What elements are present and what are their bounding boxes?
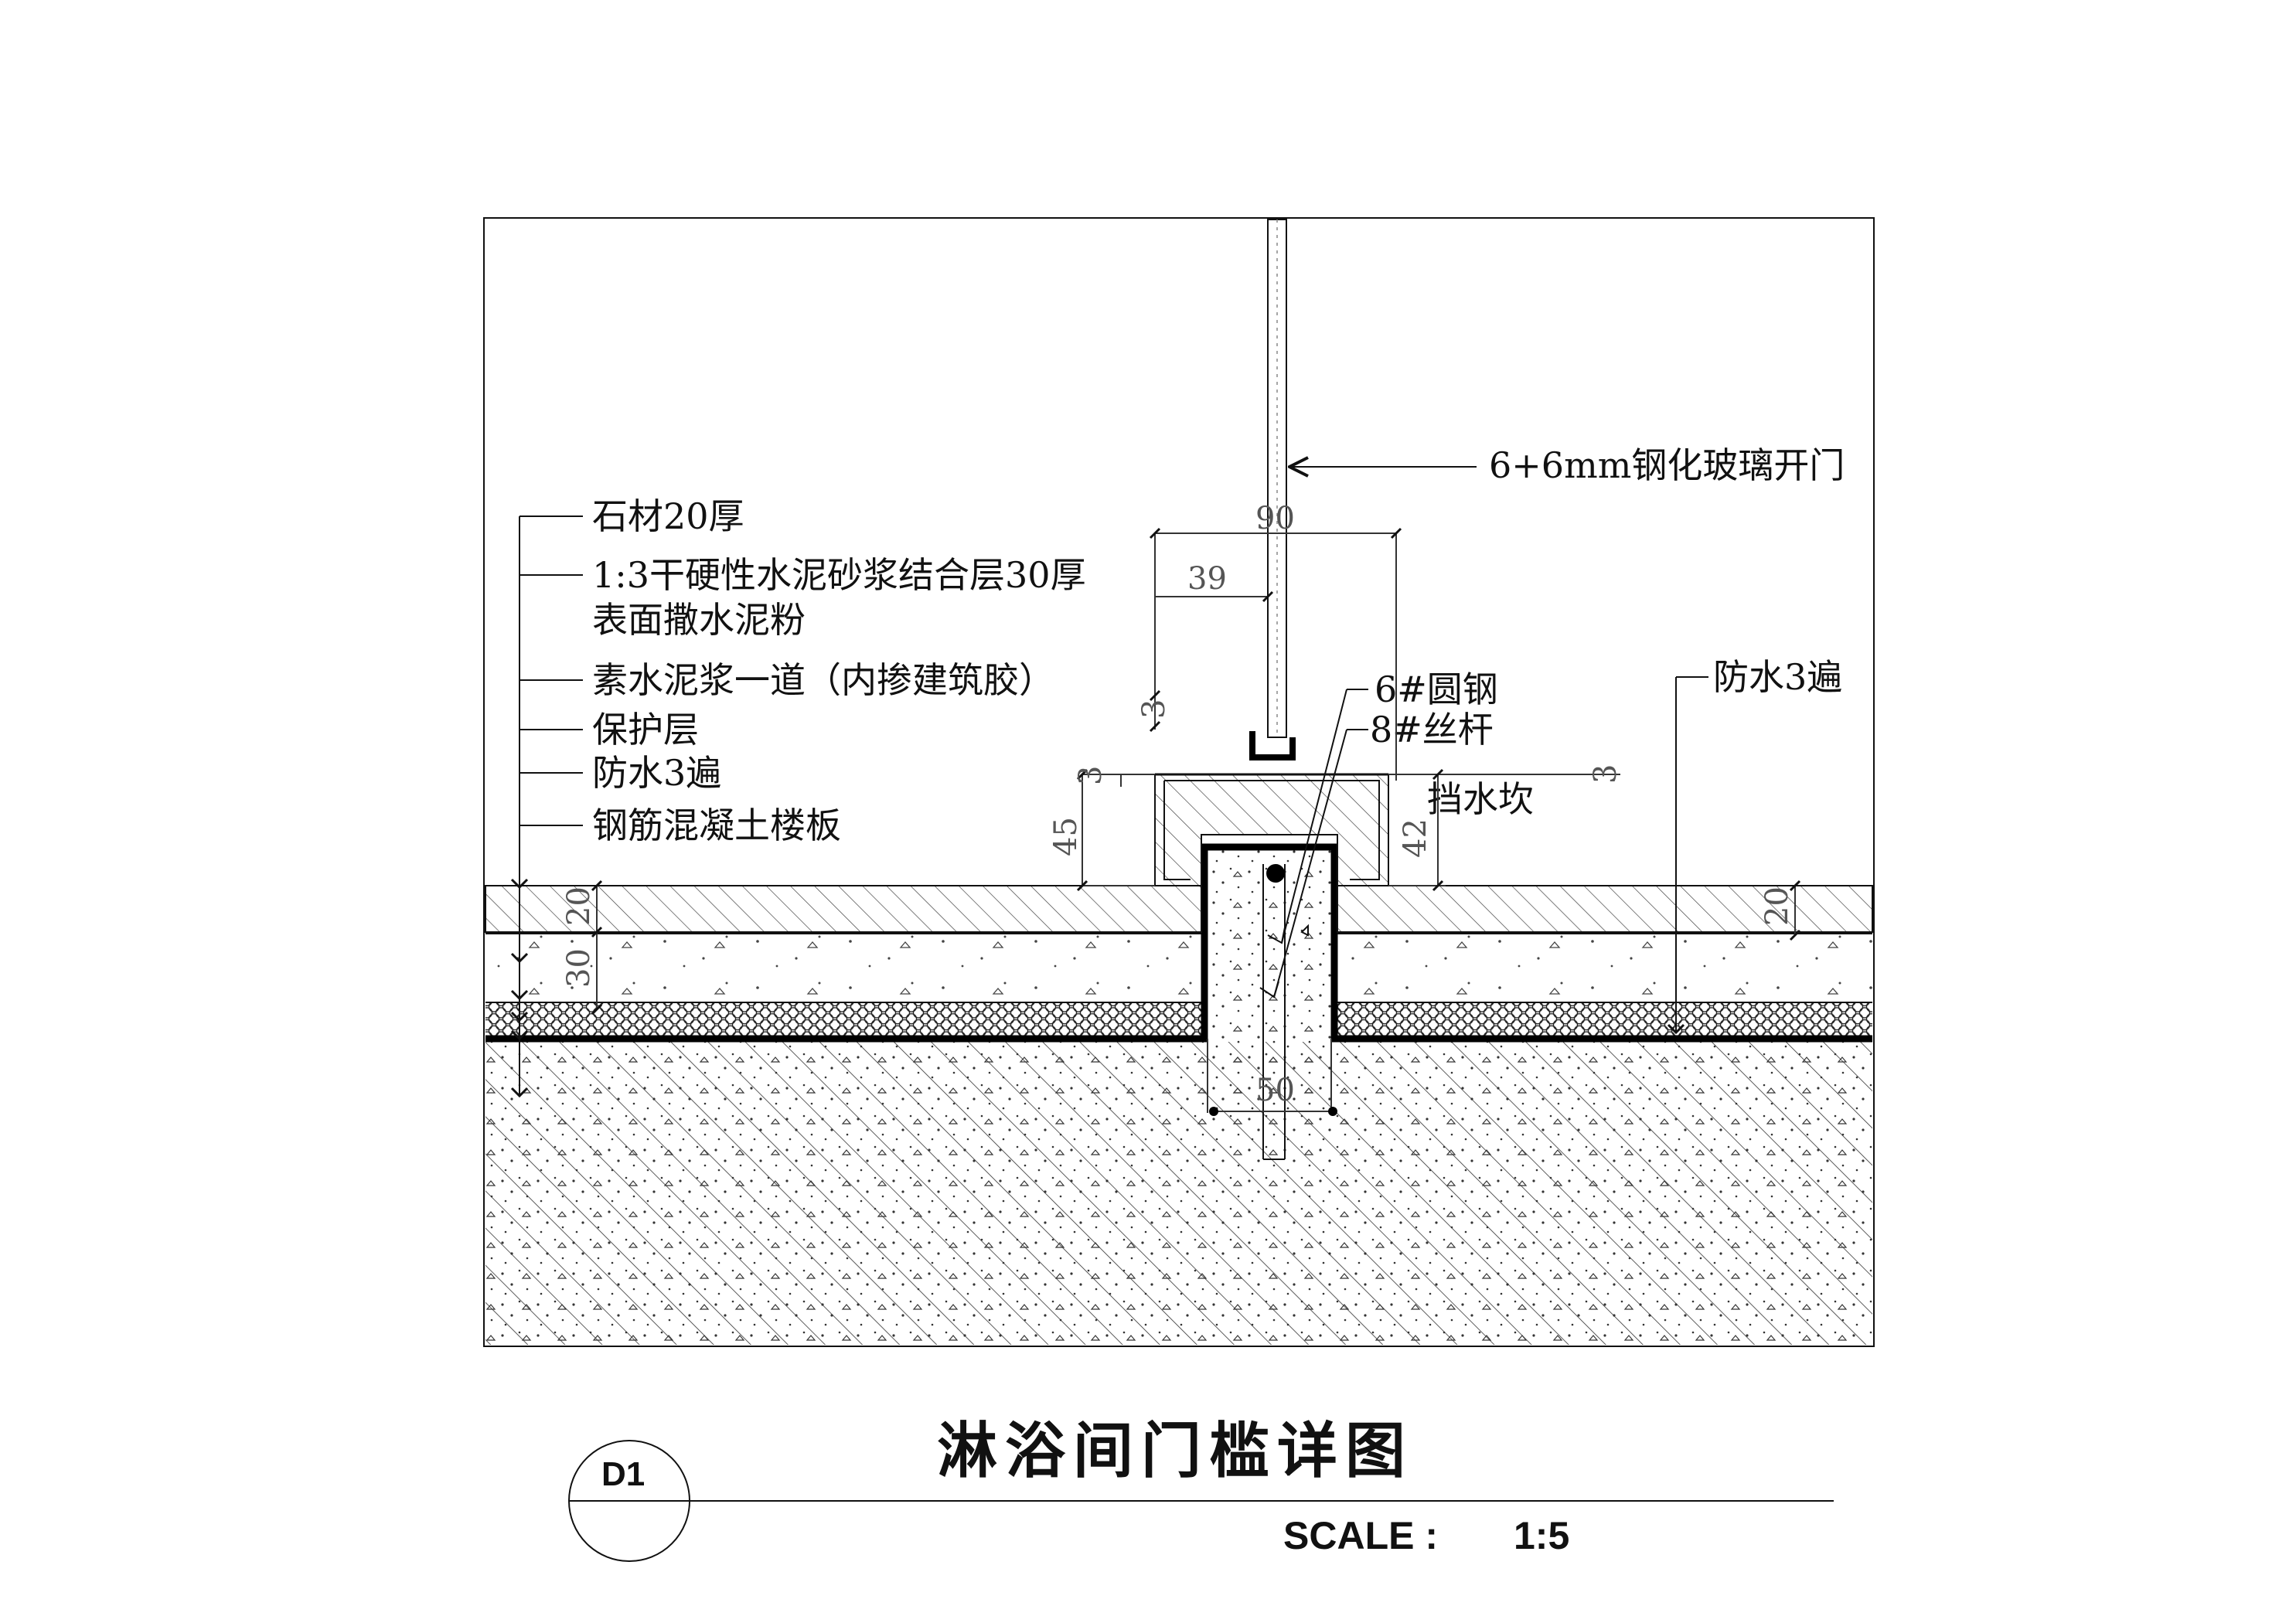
threaded-rod	[1262, 864, 1286, 1160]
threshold-stone	[1154, 773, 1389, 886]
dim-42: 42 3	[1388, 764, 1623, 892]
dim-90-text: 90	[1255, 501, 1295, 536]
curb-core	[1207, 850, 1332, 1113]
dim-45: 45 3	[1048, 766, 1155, 892]
concrete-slab	[485, 1042, 1872, 1345]
dim-39: 39	[1155, 561, 1274, 603]
drawing-title: 淋浴间门槛详图	[937, 1417, 1413, 1486]
title-block: D1 淋浴间门槛详图 SCALE : 1:5	[568, 1417, 1834, 1562]
scale-label: SCALE :	[1283, 1514, 1438, 1557]
detail-tag: D1	[601, 1455, 645, 1493]
dim-42-text: 42	[1398, 818, 1433, 858]
dim-50: 50	[1209, 1073, 1337, 1116]
dim-3-top-text: 3	[1136, 699, 1172, 719]
leader-glass-door: 6+6mm钢化玻璃开门	[1289, 444, 1845, 486]
label-cement-powder: 表面撒水泥粉	[592, 599, 806, 641]
label-glass-door: 6+6mm钢化玻璃开门	[1489, 444, 1845, 486]
label-waterproof-left: 防水3遍	[592, 752, 721, 794]
scale-value: 1:5	[1514, 1514, 1569, 1557]
label-water-stop: 挡水坎	[1427, 778, 1534, 820]
label-waterproof-right: 防水3遍	[1713, 656, 1842, 698]
label-protective: 保护层	[592, 709, 699, 750]
dim-3-right-text: 3	[1588, 764, 1623, 784]
dim-90: 90	[1149, 501, 1402, 781]
label-stone: 石材20厚	[592, 495, 744, 537]
dim-left-layers: 20 30	[561, 880, 603, 1016]
left-layer-callouts: 石材20厚 1:3干硬性水泥砂浆结合层30厚 表面撒水泥粉 素水泥浆一道（内掺建…	[510, 495, 1086, 1098]
dim-30-left-text: 30	[561, 948, 597, 988]
dim-50-text: 50	[1255, 1073, 1295, 1108]
drawing-frame	[483, 217, 1875, 1347]
dim-20-right-text: 20	[1759, 886, 1795, 926]
stone-finish	[485, 885, 1873, 933]
dim-3-left-text: 3	[1073, 766, 1109, 785]
dim-3-top: 3	[1136, 689, 1172, 733]
label-threaded-rod: 8#丝杆	[1370, 709, 1494, 750]
protective-layer	[485, 1002, 1872, 1038]
dim-right-layer: 20	[1759, 880, 1801, 941]
steel-callouts: 6#圆钢 8#丝杆	[1259, 669, 1498, 999]
label-cement-slurry: 素水泥浆一道（内掺建筑胶）	[592, 659, 1054, 701]
dim-39-text: 39	[1187, 561, 1227, 597]
glass-door	[1249, 219, 1296, 760]
round-steel-dot	[1266, 864, 1285, 883]
dim-45-text: 45	[1048, 817, 1084, 856]
mortar-bed	[485, 933, 1872, 1000]
label-round-steel: 6#圆钢	[1375, 669, 1498, 710]
label-mortar: 1:3干硬性水泥砂浆结合层30厚	[592, 554, 1086, 596]
label-slab: 钢筋混凝土楼板	[592, 805, 841, 846]
dim-20-left-text: 20	[561, 886, 597, 926]
waterproof-membrane	[485, 843, 1872, 1043]
right-waterproof-callout: 防水3遍	[1667, 656, 1842, 1035]
